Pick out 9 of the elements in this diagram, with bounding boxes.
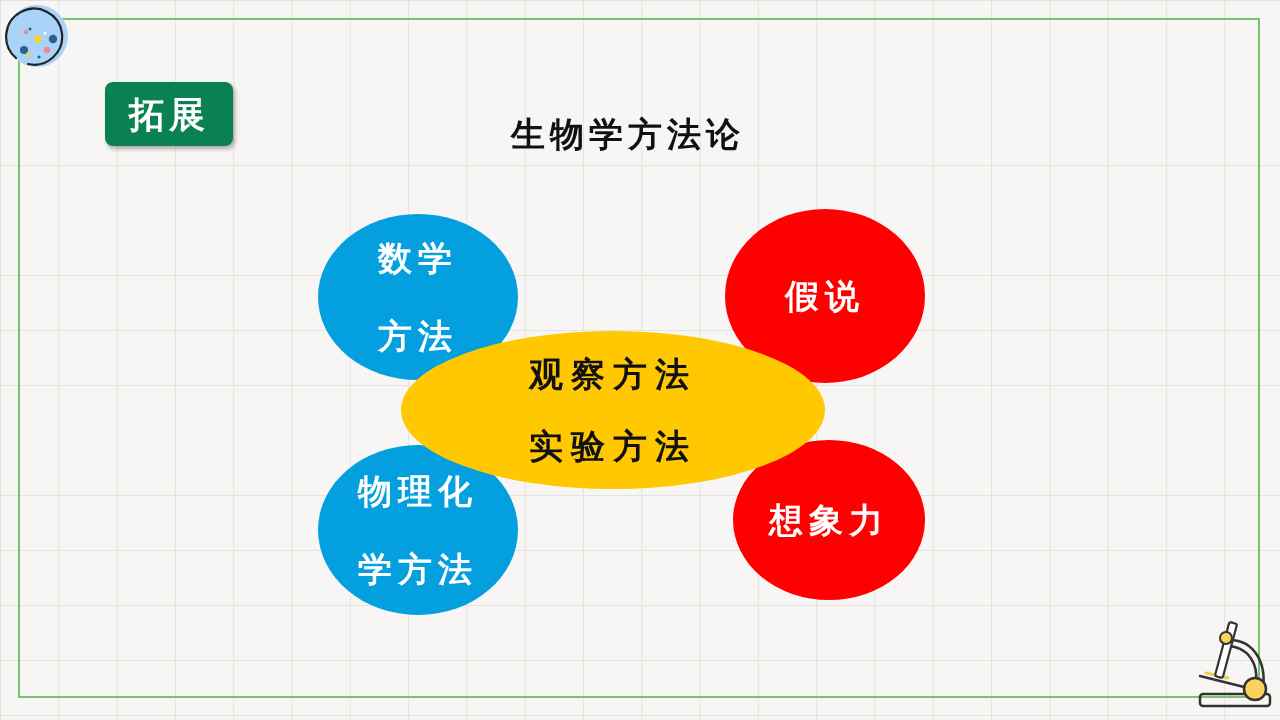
ellipse-label: 观察方法 [527,353,698,396]
ellipse-label: 数学方法 [376,237,459,358]
ellipse-label: 物理化学方法 [356,470,479,591]
title: 生物学方法论 [509,113,746,156]
ellipse-label: 假说 [783,275,866,318]
ellipse-label: 想象力 [767,499,890,542]
ellipse-label: 实验方法 [528,425,698,468]
section-tab [105,82,233,146]
tab-label: 拓展 [129,92,209,137]
